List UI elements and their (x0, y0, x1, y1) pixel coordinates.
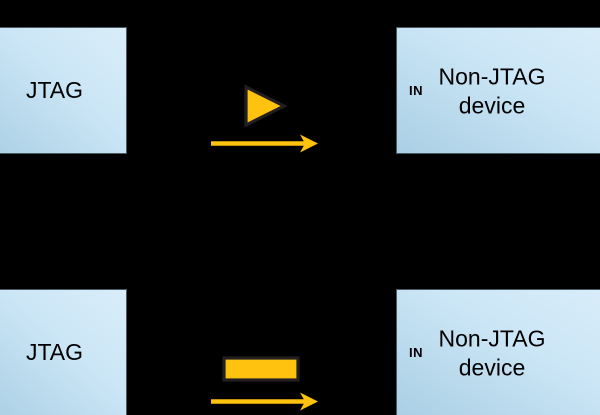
jtag-source-block-bottom: JTAG (0, 289, 127, 415)
signal-arrow-bottom-icon (211, 392, 318, 411)
nonjtag-title-line1-bottom: Non-JTAG (438, 325, 546, 352)
pin-label-in-bottom: IN (409, 345, 423, 360)
jtag-source-label-top: JTAG (25, 76, 84, 103)
rectangle-pulse-icon (222, 356, 300, 382)
signal-arrow-top-icon (211, 134, 318, 153)
nonjtag-title-line2-top: device (458, 92, 526, 118)
triangle-pulse-icon (244, 84, 288, 128)
jtag-source-block-top: JTAG (0, 27, 127, 154)
pin-label-in-top: IN (409, 83, 423, 98)
jtag-source-label-bottom: JTAG (25, 338, 84, 365)
nonjtag-title-line2-bottom: device (458, 354, 526, 380)
nonjtag-title-line1-top: Non-JTAG (438, 63, 546, 90)
